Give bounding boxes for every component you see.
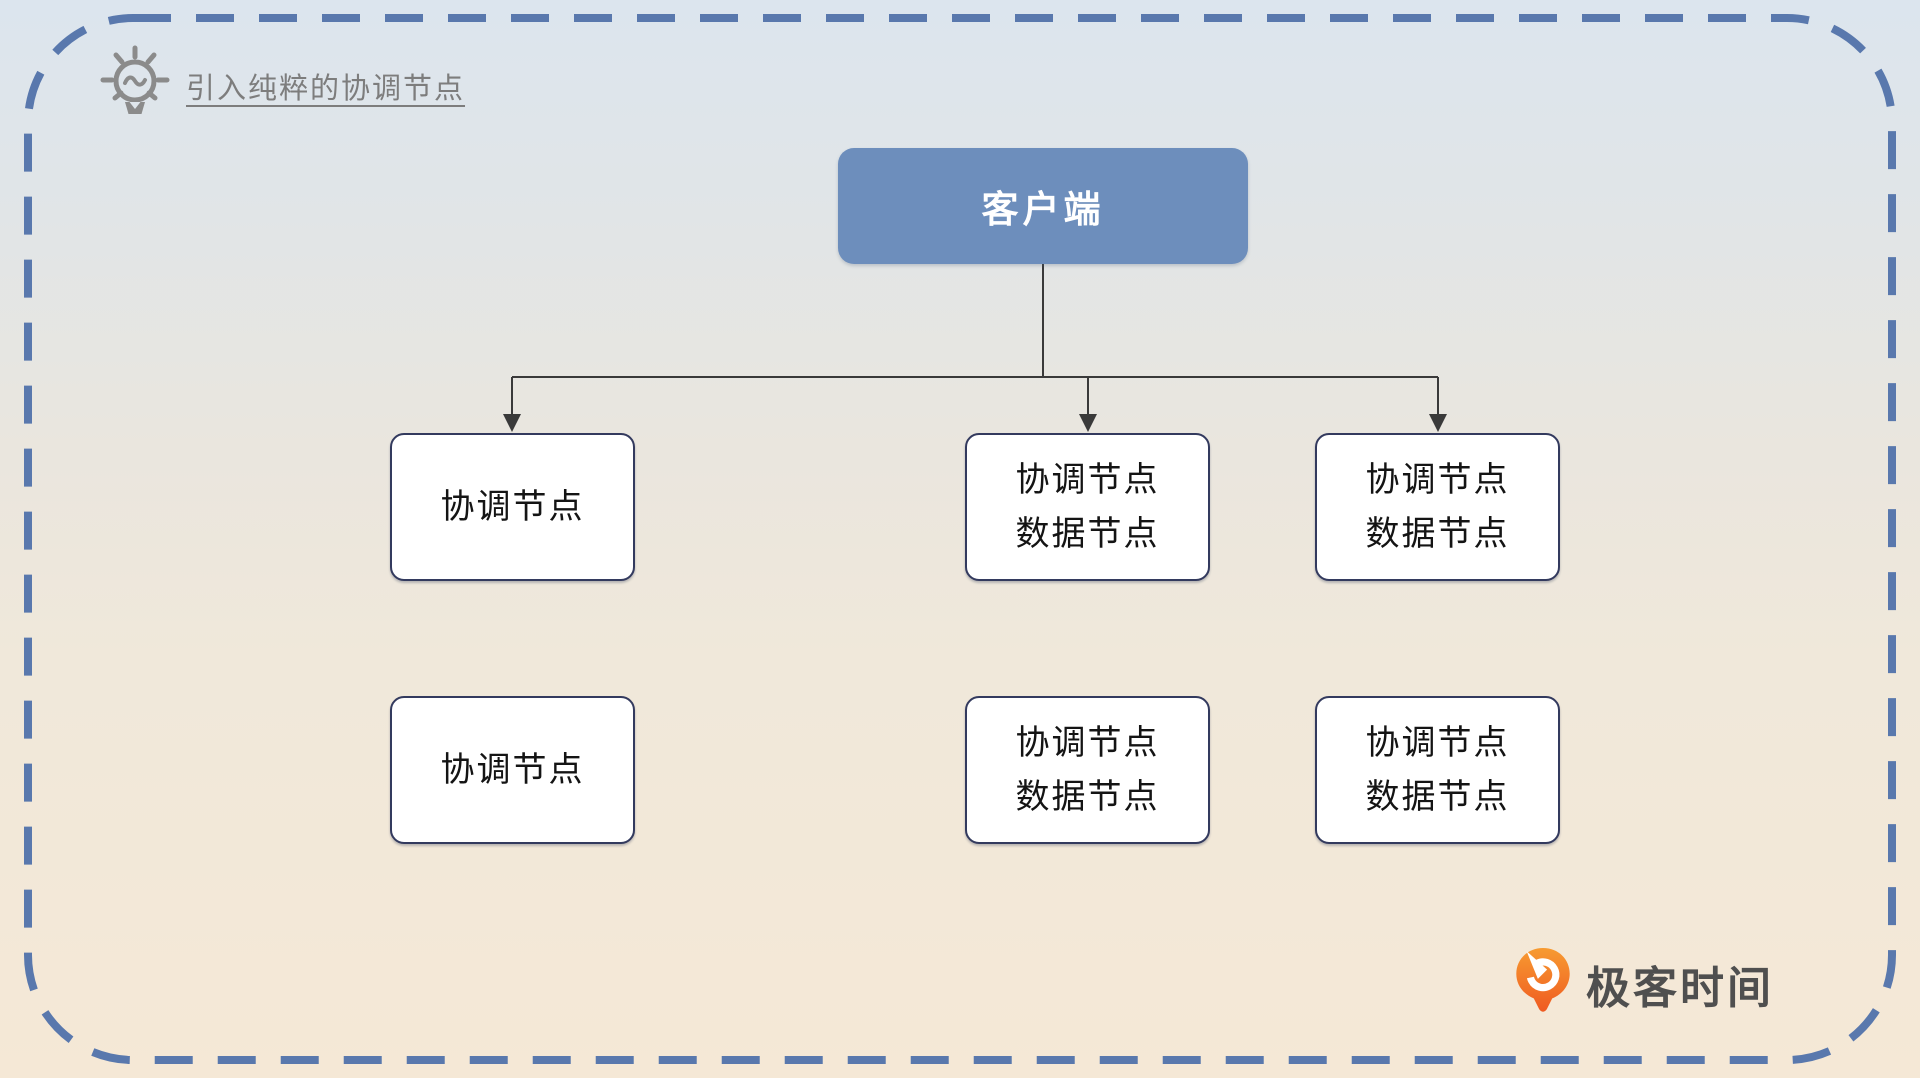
branding: 极客时间 — [1514, 946, 1774, 1022]
node-row1-coordinator-data: 协调节点 数据节点 — [965, 433, 1210, 581]
logo-pin-shape — [1516, 948, 1570, 1012]
node-label: 协调节点 — [1015, 460, 1160, 499]
geektime-logo-icon — [1516, 948, 1570, 1012]
bulb-glass — [113, 59, 157, 103]
node-label: 数据节点 — [1015, 778, 1160, 816]
bulb-ray — [145, 52, 157, 65]
arrowhead-middle — [1079, 414, 1097, 432]
node-row1-coordinator: 协调节点 — [390, 433, 635, 581]
lightbulb-icon — [100, 45, 170, 114]
node-row2-coordinator-data: 协调节点 数据节点 — [965, 696, 1210, 844]
dashed-border-rect — [24, 14, 1896, 1064]
client-node: 客户端 — [838, 148, 1248, 264]
bulb-base-notch — [129, 102, 141, 109]
node-row1-coordinator-data: 协调节点 数据节点 — [1315, 433, 1560, 581]
note-title: 引入纯粹的协调节点 — [186, 73, 466, 105]
node-label: 协调节点 — [1365, 460, 1510, 499]
node-label: 协调节点 — [1365, 723, 1510, 762]
node-label: 协调节点 — [440, 487, 585, 526]
node-row2-coordinator: 协调节点 — [390, 696, 635, 844]
node-label: 数据节点 — [1365, 515, 1510, 553]
note-header: 引入纯粹的协调节点 — [100, 44, 465, 120]
node-row2-coordinator-data: 协调节点 数据节点 — [1315, 696, 1560, 844]
node-label: 数据节点 — [1015, 515, 1160, 553]
node-label: 协调节点 — [1015, 723, 1160, 762]
bulb-smile — [123, 75, 147, 87]
arrowhead-left — [503, 414, 521, 432]
node-label: 协调节点 — [440, 750, 585, 789]
logo-needle — [1526, 951, 1548, 979]
arrowhead-right — [1429, 414, 1447, 432]
node-label: 数据节点 — [1365, 778, 1510, 816]
bulb-ray — [113, 52, 125, 65]
logo-wordmark: 极客时间 — [1586, 964, 1774, 1013]
client-node-label: 客户端 — [981, 189, 1105, 230]
